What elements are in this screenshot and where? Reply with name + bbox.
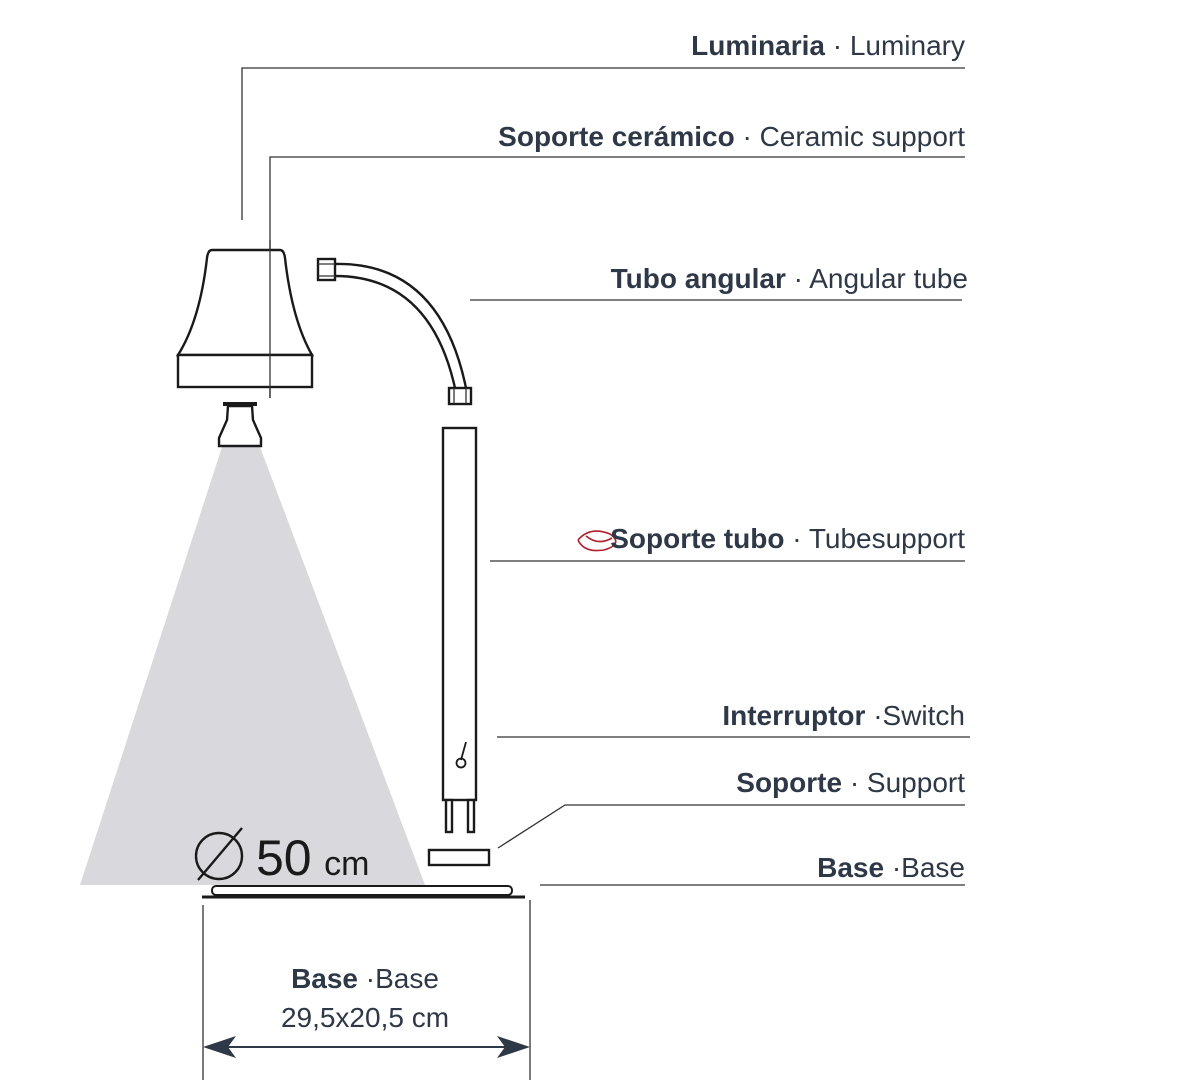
diameter-value: 50 bbox=[256, 830, 312, 886]
ceramic-support bbox=[217, 404, 263, 448]
tube-support bbox=[441, 426, 478, 802]
svg-text:50 cm: 50 cm bbox=[256, 830, 369, 886]
angular-tube bbox=[316, 257, 473, 406]
switch-icon bbox=[455, 741, 467, 769]
luminary-band bbox=[176, 353, 314, 389]
label-base: Base ·Base bbox=[817, 852, 965, 883]
light-cone bbox=[80, 447, 425, 885]
luminary-shade bbox=[175, 248, 315, 357]
label-luminary: Luminaria · Luminary bbox=[691, 30, 965, 61]
diameter-unit: cm bbox=[324, 845, 369, 883]
label-switch: Interruptor ·Switch bbox=[722, 700, 965, 731]
base-dimension-lines bbox=[202, 900, 531, 1080]
support-piece bbox=[427, 848, 491, 867]
base-dimension-label: Base ·Base bbox=[291, 963, 439, 994]
label-angular-tube: Tubo angular · Angular tube bbox=[611, 263, 968, 294]
label-ceramic-support: Soporte cerámico · Ceramic support bbox=[498, 121, 965, 152]
base-dimension-size: 29,5x20,5 cm bbox=[281, 1002, 449, 1033]
label-tube-support: Soporte tubo · Tubesupport bbox=[610, 523, 965, 554]
base-plate bbox=[211, 885, 513, 896]
arrow-left-icon bbox=[203, 1036, 236, 1058]
diameter-icon bbox=[194, 827, 244, 881]
red-mark bbox=[577, 530, 617, 552]
arrow-right-icon bbox=[497, 1036, 530, 1058]
label-support: Soporte · Support bbox=[736, 767, 965, 798]
